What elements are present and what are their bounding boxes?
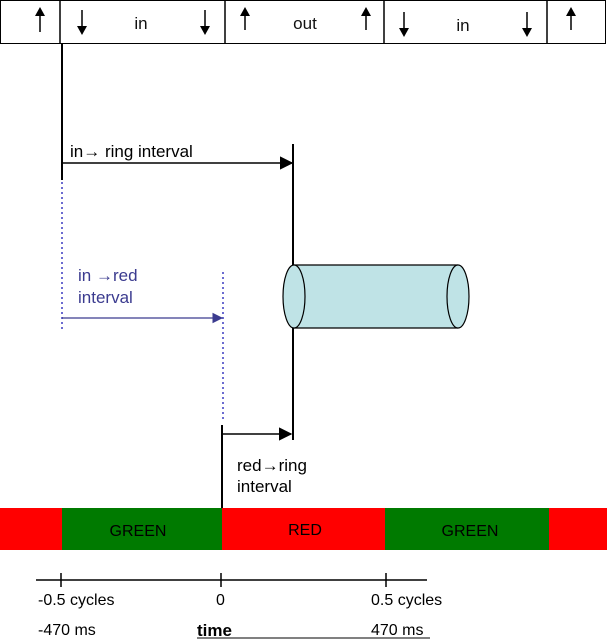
up-arrow-icon (240, 7, 250, 30)
top-strip-frame (0, 0, 606, 44)
tick-label-ms: -470 ms (38, 622, 96, 639)
tick-label-cycles: 0 (216, 592, 225, 609)
tick-label-cycles: -0.5 cycles (38, 592, 114, 609)
light-label-green: GREEN (442, 523, 499, 540)
red-ring-label-line1: red→ring (237, 456, 307, 475)
light-segment-green (62, 508, 222, 550)
tick-label-cycles: 0.5 cycles (371, 592, 442, 609)
top-segment-label-out: out (293, 14, 317, 33)
light-sequence-bar: GREEN RED GREEN (0, 508, 607, 550)
down-arrow-icon (522, 12, 532, 37)
down-arrow-icon (399, 12, 409, 37)
cylinder-end-left (282, 264, 306, 329)
in-red-label-line1: in →red (78, 266, 138, 285)
in-red-label-line2: interval (78, 288, 133, 307)
ring-cylinder (282, 264, 470, 329)
in-ring-interval: in→ ring interval (61, 44, 294, 440)
in-red-interval: in →red interval (61, 182, 224, 422)
light-segment-red (0, 508, 62, 550)
down-arrow-icon (77, 10, 87, 35)
top-segment-label-in: in (134, 14, 147, 33)
red-ring-interval: red→ring interval (221, 425, 307, 508)
tick-label-ms: 470 ms (371, 622, 423, 639)
up-arrow-icon (35, 7, 45, 32)
in-ring-label: in→ ring interval (70, 142, 193, 161)
top-strip: in out in (0, 0, 606, 44)
up-arrow-icon (566, 7, 576, 30)
red-ring-label-line2: interval (237, 477, 292, 496)
light-segment-green (385, 508, 549, 550)
light-segment-red (549, 508, 607, 550)
up-arrow-icon (361, 7, 371, 30)
light-label-green: GREEN (110, 523, 167, 540)
cylinder-end-right (446, 264, 470, 329)
light-segment-red (222, 508, 385, 550)
down-arrow-icon (200, 10, 210, 35)
light-label-red: RED (288, 522, 322, 539)
time-axis-title: time (197, 621, 232, 639)
top-segment-label-in: in (456, 16, 469, 35)
time-axis: -0.5 cycles 0 0.5 cycles -470 ms 470 ms … (36, 573, 442, 639)
